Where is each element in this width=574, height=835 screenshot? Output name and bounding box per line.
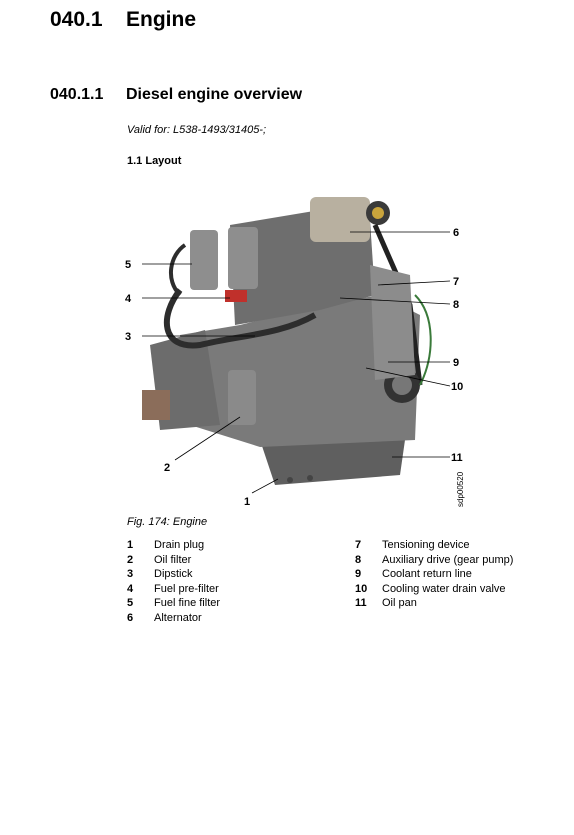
engine-figure: 5 4 3 2 1 6 7 8 9 10 11 sdp00520 — [125, 197, 465, 508]
callout-9: 9 — [453, 357, 459, 369]
callout-11: 11 — [451, 452, 463, 464]
section-title: Engine — [126, 8, 197, 31]
valid-for-note: Valid for: L538-1493/31405-; — [127, 124, 267, 136]
engine-illustration — [142, 197, 432, 485]
callout-4: 4 — [125, 293, 132, 305]
callout-2: 2 — [164, 462, 170, 474]
callout-1: 1 — [244, 496, 250, 508]
section-number: 040.1 — [50, 8, 103, 31]
leader-lines — [142, 231, 451, 494]
figure-caption: Fig. 174: Engine — [127, 516, 208, 528]
layout-title: 1.1 Layout — [127, 155, 182, 167]
subsection-title: Diesel engine overview — [126, 86, 303, 103]
figure-code: sdp00520 — [456, 471, 465, 507]
callout-6: 6 — [453, 227, 459, 239]
section-heading: 040.1 Engine — [50, 8, 196, 32]
subsection-heading: 040.1.1 Diesel engine overview — [50, 86, 302, 104]
callout-8: 8 — [453, 299, 459, 311]
callout-5: 5 — [125, 259, 131, 271]
callout-10: 10 — [451, 381, 463, 393]
callout-7: 7 — [453, 276, 459, 288]
subsection-number: 040.1.1 — [50, 86, 104, 103]
callout-3: 3 — [125, 331, 131, 343]
